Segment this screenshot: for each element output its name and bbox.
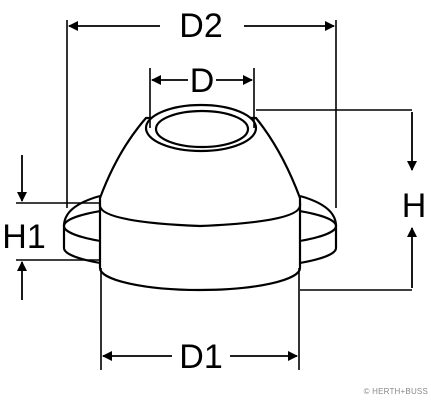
label-d2: D2: [179, 7, 222, 45]
label-d1: D1: [179, 338, 222, 376]
base-cylinder: [98, 202, 302, 292]
flange-shoulder: [62, 194, 101, 227]
cone: [98, 116, 302, 228]
dimension-arrows: [17, 21, 417, 361]
label-h: H: [402, 187, 427, 225]
top-hole: [154, 109, 250, 149]
watermark-text: © HERTH+BUSS: [364, 387, 428, 396]
extension-lines: [16, 20, 412, 370]
label-h1: H1: [2, 218, 45, 256]
grommet-part: [62, 103, 338, 292]
label-d: D: [190, 62, 215, 100]
